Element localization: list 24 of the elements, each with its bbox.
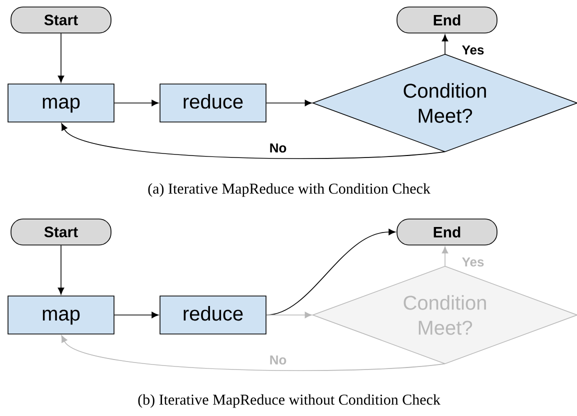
edge-label: No [268, 354, 288, 366]
figure-caption: (b) Iterative MapReduce without Condition Check [138, 394, 440, 408]
edge-label: No [268, 142, 288, 154]
arrow [442, 246, 448, 267]
arrow [61, 123, 446, 159]
arrow [58, 245, 64, 295]
arrow [114, 312, 159, 318]
terminal-box: Start [10, 218, 112, 246]
arrow [58, 33, 64, 83]
arrow [266, 312, 312, 318]
figure-caption: (a) Iterative MapReduce with Condition Check [148, 183, 430, 197]
process-box: reduce [160, 84, 266, 122]
terminal-box: End [396, 218, 498, 246]
arrow [114, 100, 159, 106]
process-box: reduce [160, 296, 266, 334]
edge-label: Yes [460, 44, 486, 56]
terminal-box: Start [10, 6, 112, 34]
arrow [442, 34, 448, 55]
terminal-box: End [396, 6, 498, 34]
process-box: map [8, 84, 114, 122]
arrow [61, 335, 446, 371]
process-box: map [8, 296, 114, 334]
edge-label: Yes [460, 256, 486, 268]
arrow [266, 100, 312, 106]
